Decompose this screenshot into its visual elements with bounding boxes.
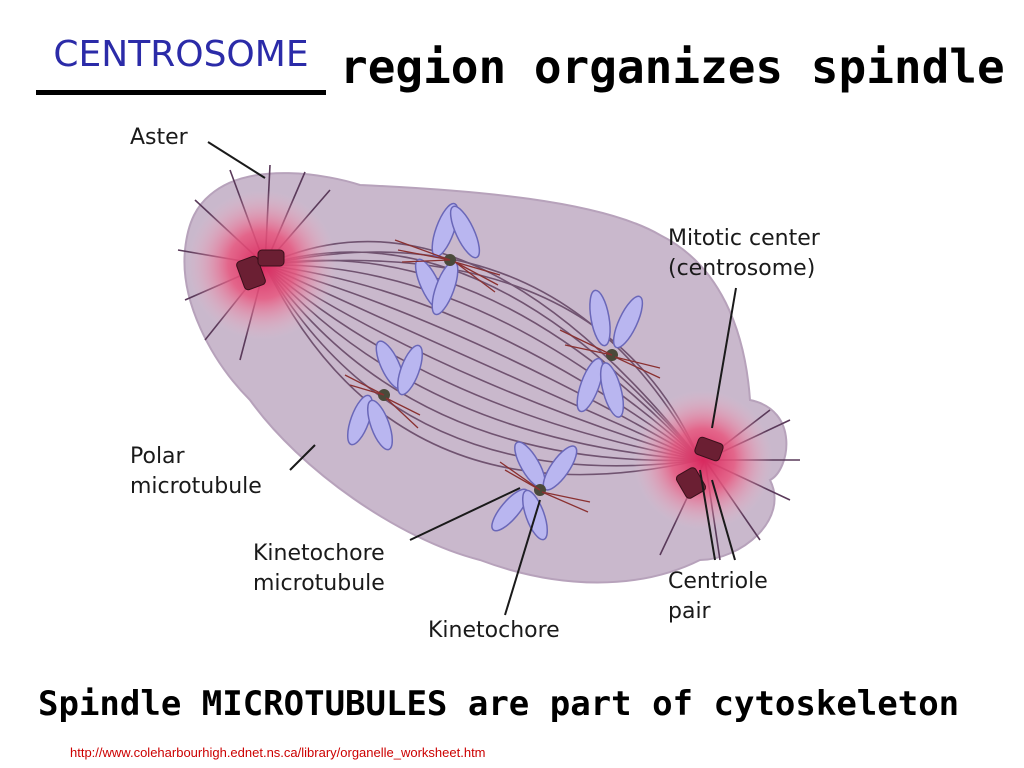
blank-answer: CENTROSOME bbox=[53, 34, 309, 75]
source-link[interactable]: http://www.coleharbourhigh.ednet.ns.ca/l… bbox=[70, 745, 486, 760]
label-mitotic-center-1: Mitotic center bbox=[668, 226, 821, 251]
blank-underline bbox=[36, 90, 326, 95]
bottom-caption: Spindle MICROTUBULES are part of cytoske… bbox=[38, 684, 960, 724]
chromosome bbox=[414, 202, 481, 316]
chromosome bbox=[346, 340, 424, 451]
label-mitotic-center-2: (centrosome) bbox=[668, 256, 815, 281]
label-polar-1: Polar bbox=[130, 444, 186, 469]
spindle-diagram: Aster Mitotic center (centrosome) Polar … bbox=[130, 125, 821, 643]
label-kinetochore-mt-1: Kinetochore bbox=[253, 541, 385, 566]
label-centriole-1: Centriole bbox=[668, 569, 768, 594]
chromosome bbox=[576, 289, 644, 418]
label-polar-2: microtubule bbox=[130, 474, 262, 499]
label-kinetochore: Kinetochore bbox=[428, 618, 560, 643]
centriole-pair-left bbox=[236, 249, 285, 291]
label-aster: Aster bbox=[130, 125, 189, 150]
label-kinetochore-mt-2: microtubule bbox=[253, 571, 385, 596]
label-centriole-2: pair bbox=[668, 599, 712, 624]
centriole-pair-right bbox=[675, 436, 724, 499]
leader-lines bbox=[207, 141, 737, 616]
page-title: region organizes spindle bbox=[340, 40, 1005, 94]
kinetochore-microtubules bbox=[344, 239, 661, 513]
centrosome-glow-right bbox=[633, 390, 773, 530]
